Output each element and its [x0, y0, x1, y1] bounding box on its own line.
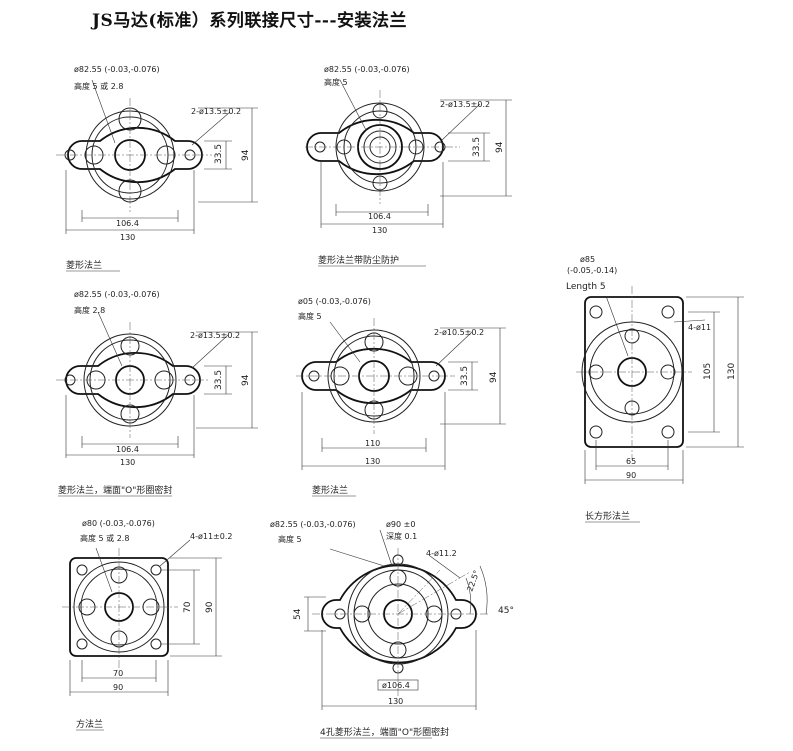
dim-bolt-circle: 106.4	[116, 445, 139, 454]
pilot-height-note: 高度 2.8	[74, 305, 105, 315]
dim-width: 90	[626, 471, 636, 480]
mount-hole-tr	[661, 305, 675, 319]
drawing-diamond-flange-2: ø05 (-0.03,-0.076) 高度 5 2-ø10.5±0.2 33.5…	[296, 297, 506, 497]
o-ring-depth-note: 深度 0.1	[386, 531, 417, 541]
dim-width: 130	[365, 457, 380, 466]
drawing-square-flange: ø80 (-0.03,-0.076) 高度 5 或 2.8 4-ø11±0.2 …	[62, 519, 232, 731]
page-title: JS马达(标准）系列联接尺寸---安装法兰	[92, 11, 408, 31]
dim-bolt-spacing: 33.5	[472, 137, 482, 157]
mount-hole-note: 4-ø11±0.2	[190, 532, 232, 541]
dim-height: 130	[727, 363, 737, 380]
drawing-diamond-flange-o-ring: ø82.55 (-0.03,-0.076) 高度 2.8 2-ø13.5±0.2…	[56, 290, 258, 497]
mount-hole-note: 4-ø11.2	[426, 549, 457, 558]
mount-hole-left	[308, 370, 320, 382]
angle-22-5: 22.5°	[465, 569, 481, 593]
dim-bolt-circle: 106.4	[116, 219, 139, 228]
dim-width: 130	[120, 458, 135, 467]
pilot-height-note: 高度 5 或 2.8	[80, 533, 129, 543]
o-ring-diameter-note: ø90 ±0	[386, 520, 415, 529]
dim-width: 130	[388, 697, 403, 706]
dim-bolt-spacing: 33.5	[214, 370, 224, 390]
dim-width: 90	[113, 683, 123, 692]
dim-height: 94	[241, 149, 251, 161]
pilot-length-note: Length 5	[566, 282, 606, 292]
pilot-height-note: 高度 5	[298, 311, 322, 321]
mount-hole-br	[150, 638, 162, 650]
mount-hole-tr	[150, 564, 162, 576]
flange-outline	[301, 348, 446, 404]
pilot-height-note: 高度 5	[324, 77, 348, 87]
dim-bolt-circle: ø106.4	[382, 681, 410, 690]
caption-diamond-flange: 菱形法兰	[66, 259, 102, 271]
caption-4-hole-diamond-flange: 4孔菱形法兰，端面"O"形圈密封	[320, 726, 449, 738]
dim-bolt-spacing: 33.5	[460, 366, 470, 386]
dim-bolt-spacing-vertical: 70	[183, 601, 193, 613]
caption-diamond-flange-o-ring: 菱形法兰，端面"O"形圈密封	[58, 484, 172, 496]
mount-hole-tl	[76, 564, 88, 576]
mount-hole-bl	[589, 425, 603, 439]
dim-width: 130	[120, 233, 135, 242]
pilot-diameter-note: ø85	[580, 255, 595, 264]
mount-hole-note: 4-ø11	[688, 323, 711, 332]
dim-height: 94	[489, 371, 499, 383]
mount-hole-br	[661, 425, 675, 439]
pilot-height-note: 高度 5 或 2.8	[74, 81, 123, 91]
angle-45: 45°	[498, 606, 514, 616]
mount-hole-note: 2-ø13.5±0.2	[440, 100, 490, 109]
dim-width: 130	[372, 226, 387, 235]
dim-bolt-width: 65	[626, 457, 636, 466]
pilot-diameter-note: ø05 (-0.03,-0.076)	[298, 297, 371, 306]
pilot-diameter-note: ø82.55 (-0.03,-0.076)	[270, 520, 356, 529]
dim-bolt-spacing: 54	[293, 608, 303, 620]
drawing-diamond-flange-dust-guard: ø82.55 (-0.03,-0.076) 高度 5 2-ø13.5±0.2 3…	[305, 65, 512, 267]
dim-bolt-circle: 110	[365, 439, 380, 448]
caption-square-flange: 方法兰	[76, 718, 103, 730]
mount-hole-right	[450, 608, 462, 620]
dim-height: 94	[495, 141, 505, 153]
caption-rectangular-flange: 长方形法兰	[585, 510, 630, 522]
pilot-diameter-note: ø82.55 (-0.03,-0.076)	[74, 290, 160, 299]
dim-bolt-spacing: 33.5	[214, 144, 224, 164]
mount-hole-note: 2-ø13.5±0.2	[190, 331, 240, 340]
drawing-rectangular-flange: ø85 (-0.05,-0.14) Length 5 4-ø11 105 130…	[566, 255, 744, 523]
dim-bolt-circle: 106.4	[368, 212, 391, 221]
flange-outline	[584, 296, 684, 448]
drawing-diamond-flange-1: ø82.55 (-0.03,-0.076) 高度 5 或 2.8 2-ø13.5…	[56, 65, 258, 272]
mount-hole-note: 2-ø10.5±0.2	[434, 328, 484, 337]
pilot-tolerance-note: (-0.05,-0.14)	[567, 266, 617, 275]
dim-bolt-spacing-horizontal: 70	[113, 669, 123, 678]
pilot-height-note: 高度 5	[278, 534, 302, 544]
dim-height: 90	[205, 601, 215, 613]
mount-hole-note: 2-ø13.5±0.2	[191, 107, 241, 116]
dim-height: 94	[241, 374, 251, 386]
mount-hole-bl	[76, 638, 88, 650]
caption-diamond-flange-dust-guard: 菱形法兰带防尘防护	[318, 254, 399, 266]
pilot-diameter-note: ø82.55 (-0.03,-0.076)	[324, 65, 410, 74]
dim-bolt-spacing: 105	[703, 363, 713, 380]
drawing-4-hole-diamond-flange: ø82.55 (-0.03,-0.076) 高度 5 ø90 ±0 深度 0.1…	[270, 520, 514, 739]
mount-hole-tl	[589, 305, 603, 319]
pilot-diameter-note: ø82.55 (-0.03,-0.076)	[74, 65, 160, 74]
pilot-diameter-note: ø80 (-0.03,-0.076)	[82, 519, 155, 528]
caption-diamond-flange-2: 菱形法兰	[312, 484, 348, 496]
